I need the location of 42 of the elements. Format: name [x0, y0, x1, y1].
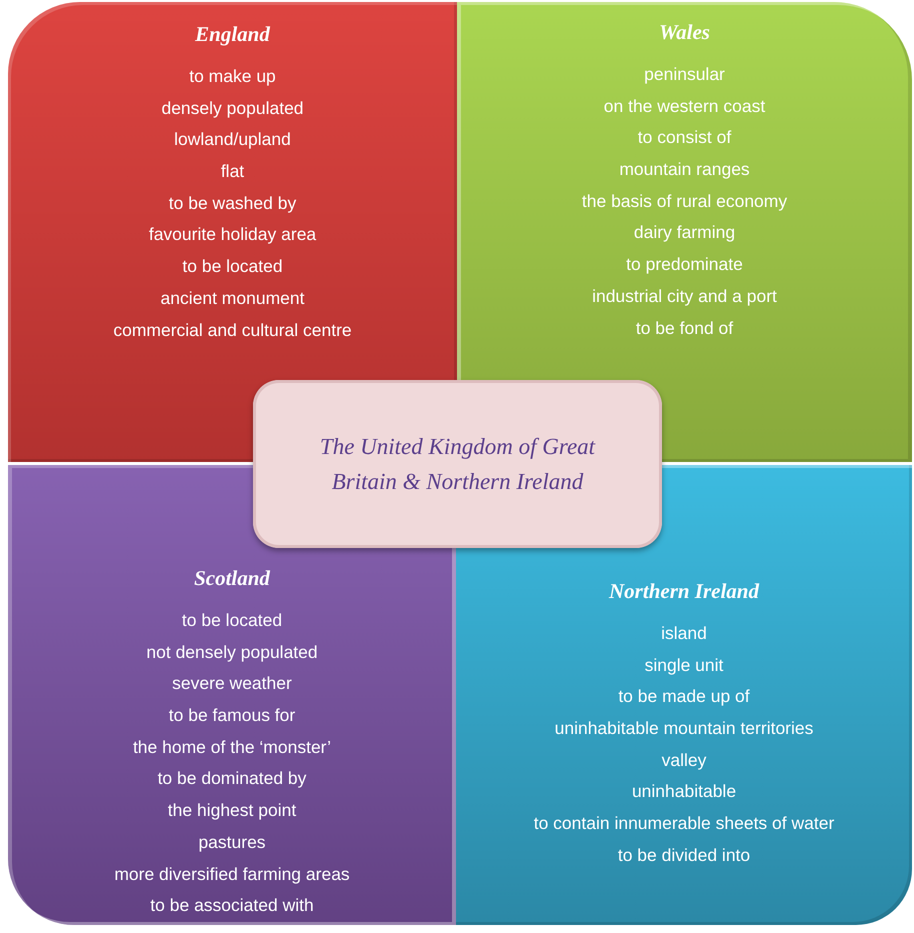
list-item: industrial city and a port	[592, 286, 777, 306]
title-text: The United Kingdom of Great Britain & Northern Ireland	[318, 433, 596, 496]
list-item: not densely populated	[146, 642, 318, 662]
list-item: uninhabitable	[632, 781, 736, 802]
list-item: to be made up of	[618, 686, 750, 706]
list-item: severe weather	[172, 673, 292, 694]
list-item: island	[661, 623, 707, 643]
list-item: to be washed by	[168, 192, 296, 213]
list-item: to be fond of	[636, 318, 734, 338]
list-item: valley	[662, 750, 706, 770]
list-item: to contain innumerable sheets of water	[534, 813, 834, 834]
list-item: to consist of	[638, 127, 732, 148]
list-item: lowland/upland	[174, 129, 291, 150]
title-card	[253, 380, 662, 548]
list-item: peninsular	[644, 64, 725, 84]
list-item: the highest point	[168, 800, 296, 820]
list-item: single unit	[644, 654, 724, 675]
list-item: to predominate	[626, 254, 743, 274]
section-heading: Wales	[659, 20, 710, 44]
list-item: pastures	[198, 832, 266, 852]
list-item: the basis of rural economy	[582, 190, 788, 211]
section-heading: Northern Ireland	[609, 579, 759, 603]
list-item: densely populated	[161, 98, 304, 118]
list-item: the home of the ‘monster’	[132, 736, 332, 757]
list-item: to be famous for	[168, 705, 296, 726]
list-item: more diversified farming areas	[114, 864, 350, 884]
list-item: to make up	[189, 66, 276, 86]
list-item: to be located	[182, 256, 283, 276]
list-item: mountain ranges	[619, 159, 750, 180]
list-item: commercial and cultural centre	[113, 320, 352, 340]
list-item: uninhabitable mountain territories	[554, 718, 814, 738]
list-item: to be associated with	[150, 895, 314, 916]
list-item: to be located	[182, 610, 282, 630]
list-item: flat	[220, 161, 244, 182]
list-item: on the western coast	[604, 96, 766, 116]
list-item: to be divided into	[618, 844, 750, 865]
section-heading: England	[195, 22, 270, 46]
section-heading: Scotland	[194, 566, 270, 590]
list-item: ancient monument	[160, 288, 304, 308]
list-item: dairy farming	[634, 222, 736, 242]
list-item: favourite holiday area	[148, 224, 316, 244]
list-item: to be dominated by	[158, 768, 306, 788]
